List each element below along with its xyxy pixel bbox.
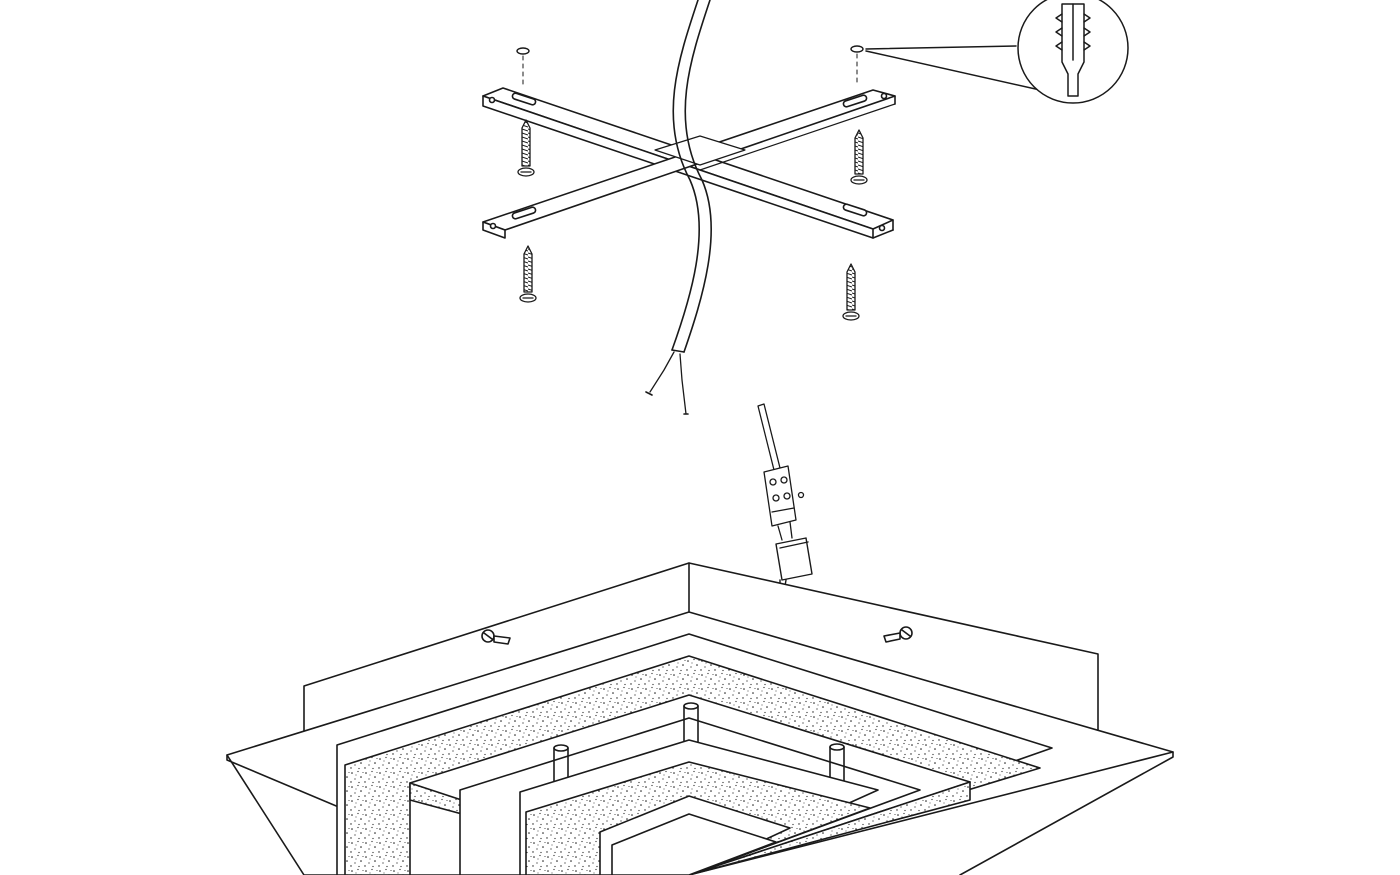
wood-screw-1: [517, 119, 535, 177]
ceiling-lamp-body: [226, 562, 1174, 875]
mains-cable: [645, 0, 713, 415]
mounting-cross-bracket: [482, 87, 896, 239]
wall-plug-detail-callout: [865, 0, 1129, 104]
wood-screw-3: [519, 245, 537, 303]
fixing-screw-left: [481, 629, 511, 645]
wood-screw-2: [850, 129, 868, 185]
drill-hole-marks: [516, 45, 864, 86]
fixing-screw-right: [883, 626, 913, 643]
terminal-block: [757, 403, 805, 541]
wood-screw-4: [842, 263, 860, 321]
